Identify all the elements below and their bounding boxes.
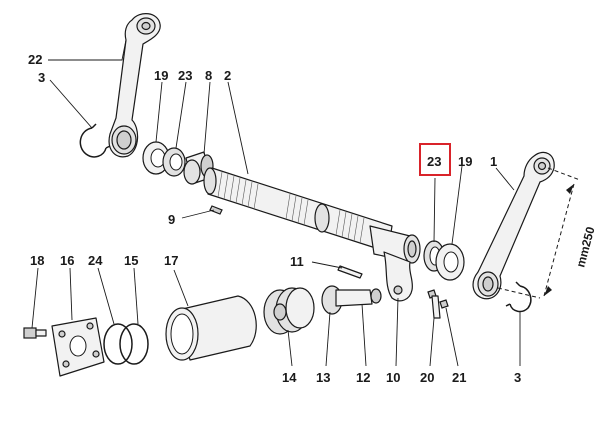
main-shaft — [203, 167, 421, 302]
nut-21 — [439, 299, 449, 309]
callout-17: 17 — [164, 253, 178, 268]
right-lever-arm — [472, 151, 555, 300]
bolt-20 — [427, 289, 441, 319]
callout-23-top: 23 — [178, 68, 192, 83]
cylinder-17 — [165, 295, 257, 361]
oring-15 — [119, 323, 149, 365]
seal-23-top — [162, 147, 186, 177]
callout-23-boxed: 23 — [427, 154, 441, 169]
callout-22: 22 — [28, 52, 42, 67]
callout-3-right: 3 — [514, 370, 521, 385]
piston-14 — [263, 287, 315, 335]
callout-14: 14 — [282, 370, 297, 385]
highlight-box — [419, 143, 451, 176]
callout-11: 11 — [290, 254, 304, 269]
pin-9 — [209, 205, 223, 215]
callout-8: 8 — [205, 68, 212, 83]
cover-plate-16 — [51, 317, 105, 377]
screw-18 — [23, 327, 47, 339]
callout-24: 24 — [88, 253, 103, 268]
callout-10: 10 — [386, 370, 400, 385]
callout-3-left: 3 — [38, 70, 45, 85]
dimension-label: mm250 — [573, 225, 597, 269]
callout-15: 15 — [124, 253, 138, 268]
callout-2: 2 — [224, 68, 231, 83]
callout-12: 12 — [356, 370, 370, 385]
callout-19-top: 19 — [154, 68, 168, 83]
callout-18: 18 — [30, 253, 44, 268]
oring-24 — [103, 323, 133, 365]
right-circlip — [509, 285, 532, 313]
callout-9: 9 — [168, 212, 175, 227]
callout-19-right: 19 — [458, 154, 472, 169]
callout-1: 1 — [490, 154, 497, 169]
left-lever-arm — [108, 13, 161, 158]
leader-lines — [31, 39, 521, 367]
callout-13: 13 — [316, 370, 330, 385]
dimension-250mm — [497, 167, 581, 299]
callout-21: 21 — [452, 370, 466, 385]
callout-16: 16 — [60, 253, 74, 268]
pin-11 — [337, 265, 363, 279]
left-circlip — [79, 127, 107, 158]
piston-rod-13 — [321, 285, 382, 315]
washer-19-right — [435, 243, 465, 281]
callout-20: 20 — [420, 370, 434, 385]
